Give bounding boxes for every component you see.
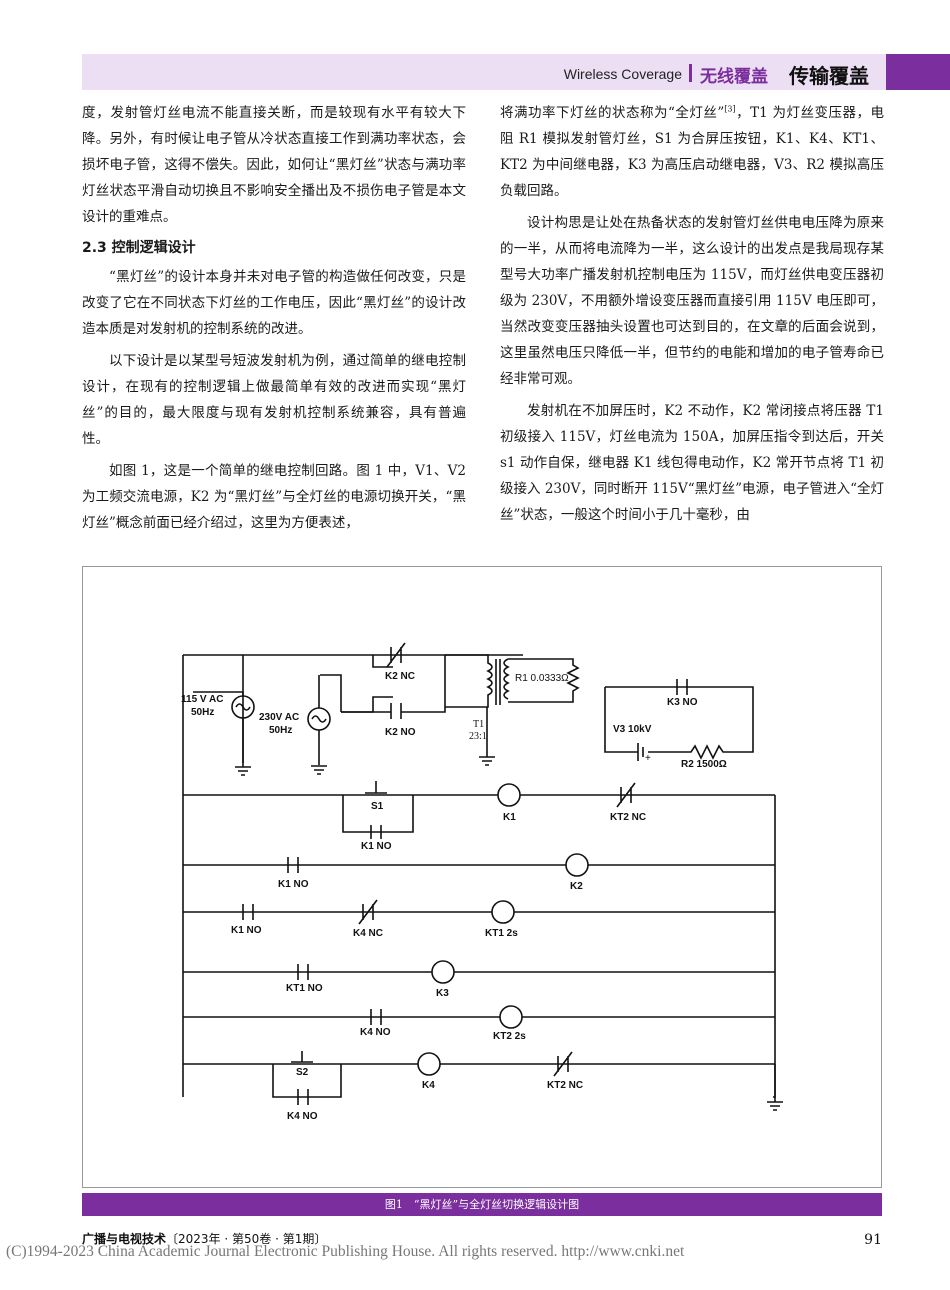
footer-journal: 广播与电视技术〔2023年 · 第50卷 · 第1期〕: [82, 1230, 326, 1247]
wire: [320, 674, 342, 712]
header-english-title: Wireless Coverage: [563, 66, 682, 82]
paragraph: 以下设计是以某型号短波发射机为例，通过简单的继电控制设计，在现有的控制逻辑上做最…: [82, 353, 466, 447]
header-accent-block: [886, 54, 950, 90]
kt2-coil-icon: [499, 1005, 523, 1029]
circuit-figure: 115 V AC 50Hz 230V AC 50Hz K2 NC K2 NO R…: [82, 566, 882, 1188]
figure-caption: 图1 “黑灯丝”与全灯丝切换逻辑设计图: [82, 1193, 882, 1216]
sine-wave-icon: [311, 715, 327, 723]
label-r1: R1 0.0333Ω: [515, 673, 569, 684]
journal-issue: 〔2023年 · 第50卷 · 第1期〕: [166, 1232, 327, 1246]
k1-no-contact: [370, 825, 382, 839]
paragraph: 发射机在不加屏压时，K2 不动作，K2 常闭接点将压器 T1 初级接入 115V…: [500, 403, 884, 523]
citation-ref[interactable]: [3]: [724, 104, 736, 114]
label-v3: V3 10kV: [613, 724, 652, 735]
k4-no-contact-2: [297, 1089, 309, 1105]
header-divider: [689, 64, 692, 82]
ladder-rungs: [183, 864, 775, 1018]
k2-no-contact: [341, 655, 446, 719]
k4-nc-contact: [358, 899, 378, 925]
ground-icon: [479, 707, 495, 766]
label-k4no-2: K4 NO: [287, 1111, 318, 1122]
k3-no-contact: [676, 679, 688, 695]
journal-name: 广播与电视技术: [82, 1232, 167, 1246]
label-kt2nc-1: KT2 NC: [610, 812, 646, 823]
label-s1: S1: [371, 801, 384, 812]
label-k2no: K2 NO: [385, 727, 416, 738]
transformer-primary: [445, 654, 493, 708]
k1-no-contact-3: [242, 904, 254, 920]
paragraph: 将满功率下灯丝的状态称为“全灯丝”[3]，T1 为灯丝变压器，电阻 R1 模拟发…: [500, 100, 884, 204]
label-k4no-1: K4 NO: [360, 1027, 391, 1038]
ground-icon: [235, 766, 251, 776]
label-t1: T1: [473, 719, 484, 730]
section-heading: 2.3 控制逻辑设计: [82, 240, 196, 256]
label-kt2nc-2: KT2 NC: [547, 1080, 583, 1091]
label-t1-ratio: 23:1: [469, 731, 487, 742]
ground-icon: [767, 1064, 783, 1111]
header-category-title: 传输覆盖: [789, 64, 869, 88]
paragraph-text: 将满功率下灯丝的状态称为“全灯丝”: [500, 105, 725, 121]
kt1-no-contact: [297, 964, 309, 980]
label-k3no: K3 NO: [667, 697, 698, 708]
label-k1: K1: [503, 812, 516, 823]
transformer-core: [495, 659, 501, 705]
circuit-diagram: 115 V AC 50Hz 230V AC 50Hz K2 NC K2 NO R…: [181, 642, 783, 1122]
label-r2: R2 1500Ω: [681, 759, 727, 770]
label-k1no-2: K1 NO: [278, 879, 309, 890]
paragraph: 如图 1，这是一个简单的继电控制回路。图 1 中，V1、V2 为工频交流电源，K…: [82, 463, 466, 531]
label-k4: K4: [422, 1080, 435, 1091]
k4-coil-icon: [417, 1052, 441, 1076]
label-k4nc: K4 NC: [353, 928, 383, 939]
label-kt1no: KT1 NO: [286, 983, 323, 994]
label-kt2: KT2 2s: [493, 1031, 526, 1042]
label-v2: 230V AC: [259, 712, 299, 723]
kt1-coil-icon: [491, 900, 515, 924]
k3-hv-loop: [604, 686, 754, 761]
s2-button-icon[interactable]: [291, 1051, 313, 1063]
k3-coil-icon: [431, 960, 455, 984]
k2-nc-contact: [386, 642, 406, 668]
kt2-nc-contact-1: [616, 782, 636, 808]
copyright-watermark: (C)1994-2023 China Academic Journal Elec…: [6, 1243, 685, 1260]
label-k2: K2: [570, 881, 583, 892]
label-v1-freq: 50Hz: [191, 707, 214, 718]
label-k3: K3: [436, 988, 449, 999]
paragraph-text: ，T1 为灯丝变压器，电阻 R1 模拟发射管灯丝，S1 为合屏压按钮，K1、K4…: [500, 105, 884, 199]
k1-no-contact-2: [287, 857, 299, 873]
wire-right-rail: [773, 795, 776, 1098]
header-band: [82, 54, 886, 90]
k1-hold-branch: [342, 795, 414, 833]
wire: [372, 655, 393, 668]
paragraph: “黑灯丝”的设计本身并未对电子管的构造做任何改变，只是改变了它在不同状态下灯丝的…: [82, 269, 466, 337]
paragraph: 度，发射管灯丝电流不能直接关断，而是较现有水平有较大下降。另外，有时候让电子管从…: [82, 105, 466, 225]
kt2-nc-contact-2: [553, 1051, 573, 1077]
k1-coil-icon: [497, 783, 521, 807]
transformer-secondary: [503, 658, 580, 703]
label-plus: +: [645, 753, 651, 764]
k4-hold-branch: [272, 1064, 342, 1098]
right-column: 将满功率下灯丝的状态称为“全灯丝”[3]，T1 为灯丝变压器，电阻 R1 模拟发…: [500, 100, 884, 534]
label-v2-freq: 50Hz: [269, 725, 292, 736]
wire: [341, 696, 393, 713]
label-k1no-3: K1 NO: [231, 925, 262, 936]
k2-coil-icon: [565, 853, 589, 877]
label-k1no-1: K1 NO: [361, 841, 392, 852]
label-v1: 115 V AC: [181, 694, 223, 705]
label-kt1: KT1 2s: [485, 928, 518, 939]
left-column: 度，发射管灯丝电流不能直接关断，而是较现有水平有较大下降。另外，有时候让电子管从…: [82, 100, 466, 542]
label-k2nc: K2 NC: [385, 671, 415, 682]
ground-icon: [311, 765, 327, 775]
header-section-title: 无线覆盖: [700, 67, 768, 87]
sine-wave-icon: [235, 703, 251, 711]
label-s2: S2: [296, 1067, 309, 1078]
page-number: 91: [864, 1232, 882, 1248]
paragraph: 设计构思是让处在热备状态的发射管灯丝供电电压降为原来的一半，从而将电流降为一半，…: [500, 215, 884, 387]
s1-button-icon[interactable]: [365, 781, 387, 794]
k4-no-contact: [370, 1009, 382, 1025]
